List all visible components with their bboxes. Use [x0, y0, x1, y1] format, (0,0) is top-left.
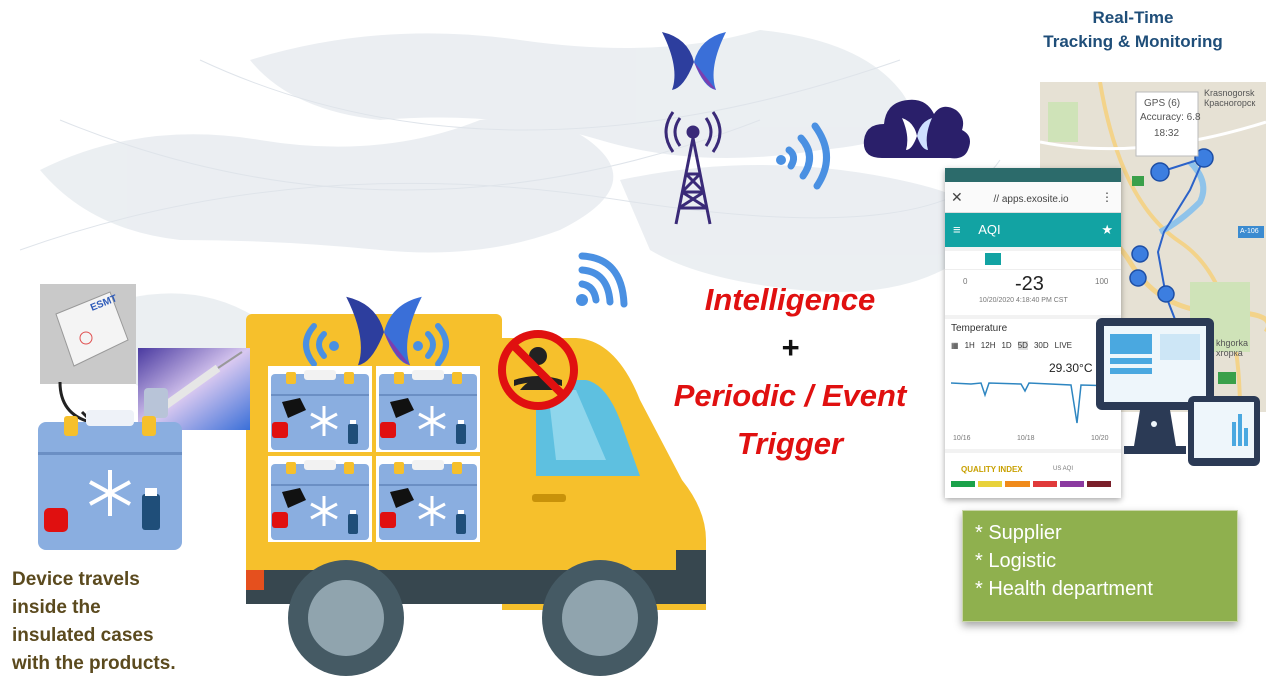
menu-icon[interactable]: ≡ — [953, 222, 961, 237]
gauge-min: 0 — [963, 277, 968, 286]
map-accuracy: Accuracy: 6.8 — [1140, 112, 1201, 123]
no-driver-icon — [498, 330, 578, 410]
range-live[interactable]: LIVE — [1054, 341, 1072, 350]
close-icon[interactable]: ✕ — [951, 189, 963, 205]
role-logistic: * Logistic — [975, 550, 1057, 572]
cargo-insulated-cases — [268, 366, 482, 544]
plus-sign: + — [780, 330, 800, 365]
url-text: // apps.exosite.io — [993, 194, 1069, 205]
periodic-event-label: Periodic / Event — [673, 378, 907, 413]
map-road-label: A-106 — [1240, 228, 1259, 235]
x-tick: 10/20 — [1091, 435, 1109, 442]
share-icon[interactable]: ⋮ — [1101, 190, 1113, 204]
gauge-card: 0 -23 100 10/20/2020 4:18:40 PM CST — [945, 251, 1121, 315]
tracking-title: Real-Time Tracking & Monitoring — [1000, 6, 1266, 54]
x-tick: 10/16 — [953, 435, 971, 442]
app-bar: ≡ AQI ★ — [945, 213, 1121, 247]
phone-status-bar — [945, 168, 1121, 182]
map-place-label: khgorka — [1216, 338, 1249, 348]
radio-tower-icon — [664, 111, 722, 225]
cloud-icon — [863, 99, 970, 159]
snowflake-icon — [89, 470, 131, 516]
caption-line-4: with the products. — [12, 653, 176, 674]
role-supplier: * Supplier — [975, 522, 1062, 544]
map-gps-label: GPS (6) — [1144, 98, 1181, 109]
intelligence-label: Intelligence — [704, 282, 876, 317]
app-title: AQI — [978, 222, 1001, 237]
caption-line-1: Device travels — [12, 569, 140, 590]
range-1d[interactable]: 1D — [1001, 341, 1012, 350]
trigger-label: Trigger — [736, 426, 844, 461]
gauge-time: 10/20/2020 4:18:40 PM CST — [979, 297, 1068, 304]
map-city-label-ru: Красногорск — [1204, 98, 1256, 108]
star-icon[interactable]: ★ — [1101, 222, 1113, 237]
butterfly-logo-icon — [662, 32, 726, 90]
map-place-label-ru: хгорка — [1216, 348, 1243, 358]
temperature-line — [951, 382, 1117, 424]
mobile-app-screenshot[interactable]: ✕ // apps.exosite.io ⋮ ≡ AQI ★ 0 -23 100… — [945, 168, 1121, 498]
tab-indicator — [985, 253, 1001, 265]
quality-title: QUALITY INDEX — [961, 465, 1023, 474]
range-5d[interactable]: 5D — [1017, 341, 1028, 350]
x-tick: 10/18 — [1017, 435, 1035, 442]
title-line-1: Real-Time — [1092, 8, 1174, 27]
stakeholder-list: * Supplier * Logistic * Health departmen… — [962, 510, 1238, 622]
wifi-signal-icon — [576, 252, 628, 308]
tab-strip[interactable] — [945, 251, 1121, 270]
range-30d[interactable]: 30D — [1033, 341, 1049, 350]
calendar-icon[interactable]: ▦ — [951, 341, 959, 350]
vaccine-vial-icon — [138, 348, 250, 430]
intelligence-trigger-text: Intelligence + Periodic / Event Trigger — [630, 276, 950, 468]
temperature-value: 29.30°C — [1049, 361, 1093, 375]
gauge-max: 100 — [1095, 277, 1109, 286]
temperature-card: Temperature ▦ 1H 12H 1D 5D 30D LIVE 29.3… — [945, 319, 1121, 449]
role-health-department: * Health department — [975, 578, 1153, 600]
butterfly-logo-icon — [346, 296, 422, 366]
range-selector[interactable]: ▦ 1H 12H 1D 5D 30D LIVE — [951, 341, 1072, 350]
caption-line-2: inside the — [12, 597, 101, 618]
url-bar[interactable]: ✕ // apps.exosite.io ⋮ — [945, 182, 1121, 213]
quality-scale — [951, 481, 1112, 487]
wifi-signal-icon — [776, 122, 830, 190]
map-time: 18:32 — [1154, 128, 1180, 139]
range-1h[interactable]: 1H — [964, 341, 975, 350]
map-city-label: Krasnogorsk — [1204, 88, 1255, 98]
monitor-icon — [1096, 318, 1260, 466]
temperature-title: Temperature — [951, 323, 1008, 334]
gauge-value: -23 — [1015, 273, 1044, 295]
range-12h[interactable]: 12H — [980, 341, 996, 350]
quality-index-card: QUALITY INDEX US AQI — [945, 453, 1121, 498]
quality-sub: US AQI — [1053, 466, 1074, 472]
insulated-case — [38, 410, 182, 550]
esmt-device-image — [40, 284, 136, 384]
caption-line-3: insulated cases — [12, 625, 154, 646]
title-line-2: Tracking & Monitoring — [1043, 32, 1223, 51]
device-caption: Device travels inside the insulated case… — [12, 566, 232, 678]
